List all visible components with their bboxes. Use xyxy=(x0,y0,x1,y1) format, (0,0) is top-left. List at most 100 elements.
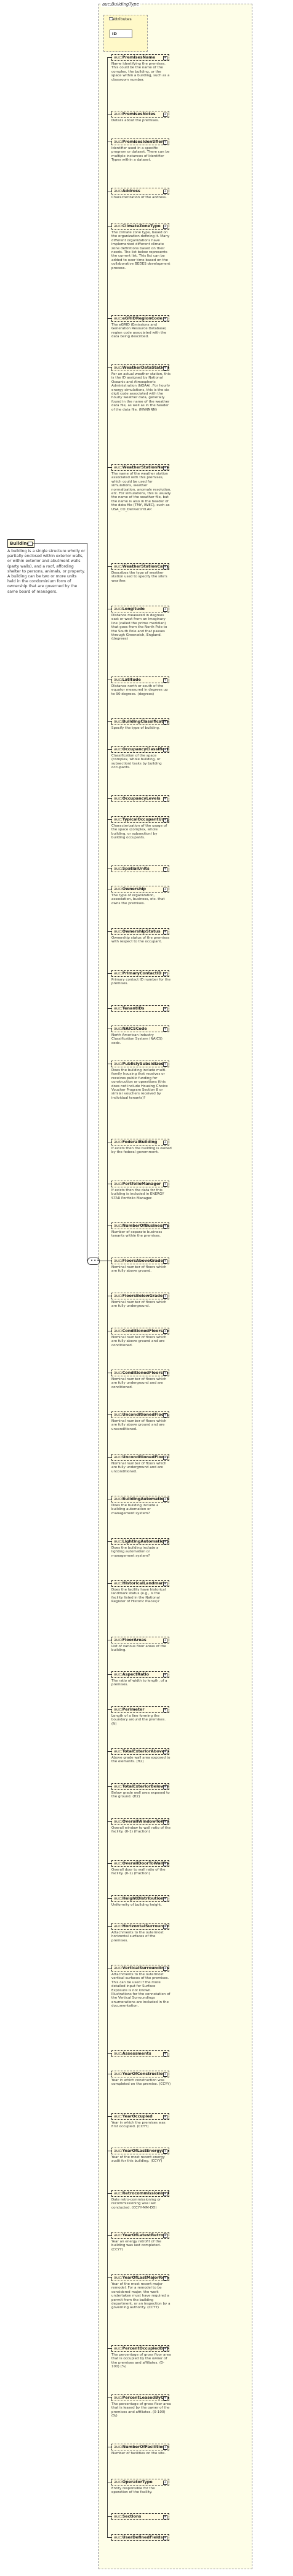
expand-icon[interactable]: + xyxy=(163,1182,167,1187)
expand-icon[interactable]: + xyxy=(163,2396,167,2401)
element-spatial-units[interactable]: auc:SpatialUnits+ xyxy=(111,865,169,872)
element-weather-data-station-id[interactable]: auc:WeatherDataStationID+ xyxy=(111,364,169,371)
expand-icon[interactable]: + xyxy=(163,1330,167,1334)
expand-icon[interactable]: + xyxy=(163,867,167,872)
element-address[interactable]: auc:Address+ xyxy=(111,188,169,195)
expand-icon[interactable]: + xyxy=(163,1224,167,1229)
expand-icon[interactable]: + xyxy=(163,818,167,822)
expand-icon[interactable]: + xyxy=(163,113,167,117)
expand-icon[interactable]: + xyxy=(163,1785,167,1789)
element-publicly-subsidized[interactable]: auc:PubliclySubsidized+ xyxy=(111,1061,169,1067)
expand-icon[interactable]: + xyxy=(163,1582,167,1586)
expand-icon[interactable]: + xyxy=(163,1862,167,1866)
element-naicscode[interactable]: auc:NAICSCode+ xyxy=(111,1025,169,1032)
expand-icon[interactable]: + xyxy=(163,1925,167,1929)
expand-icon[interactable]: + xyxy=(163,1294,167,1299)
element-weather-station-name[interactable]: auc:WeatherStationName+ xyxy=(111,464,169,471)
expand-icon[interactable]: + xyxy=(163,1141,167,1145)
expand-icon[interactable]: + xyxy=(163,797,167,801)
element-floor-areas[interactable]: auc:FloorAreas+ xyxy=(111,1637,169,1643)
expand-icon[interactable]: + xyxy=(163,1456,167,1460)
element-premises-identifiers[interactable]: auc:PremisesIdentifiers+ xyxy=(111,138,169,145)
element-latitude[interactable]: auc:Latitude+ xyxy=(111,676,169,683)
element-floors-below-grade[interactable]: auc:FloorsBelowGrade+ xyxy=(111,1293,169,1299)
element-conditioned-floors-above-grade[interactable]: auc:ConditionedFloorsAboveGrade+ xyxy=(111,1328,169,1334)
element-tenant-ids[interactable]: auc:TenantIDs+ xyxy=(111,1005,169,1012)
element-year-occupied[interactable]: auc:YearOccupied+ xyxy=(111,2113,169,2120)
element-aspect-ratio[interactable]: auc:AspectRatio+ xyxy=(111,1671,169,1678)
expand-icon[interactable]: + xyxy=(163,1897,167,1901)
element-typical-occupant-usages[interactable]: auc:TypicalOccupantUsages+ xyxy=(111,816,169,823)
element-year-of-last-major-remodel[interactable]: auc:YearOfLastMajorRemodel+ xyxy=(111,2274,169,2281)
element-total-exterior-above-grade-wall-area[interactable]: auc:TotalExteriorAboveGradeWallArea+ xyxy=(111,1748,169,1755)
element-premises-notes[interactable]: auc:PremisesNotes+ xyxy=(111,111,169,118)
expand-icon[interactable]: + xyxy=(163,720,167,724)
element-horizontal-surroundings[interactable]: auc:HorizontalSurroundings+ xyxy=(111,1923,169,1930)
expand-icon[interactable]: + xyxy=(163,190,167,194)
expand-icon[interactable]: + xyxy=(163,2347,167,2351)
element-number-of-facilities-on-site[interactable]: auc:NumberOfFacilitiesOnSite+ xyxy=(111,2444,169,2450)
expand-icon[interactable]: + xyxy=(163,1062,167,1067)
element-floors-above-grade[interactable]: auc:FloorsAboveGrade+ xyxy=(111,1258,169,1264)
element-overall-window-to-wall-ratio[interactable]: auc:OverallWindowToWallRatio+ xyxy=(111,1818,169,1825)
expand-icon[interactable]: + xyxy=(163,225,167,229)
expand-icon[interactable]: + xyxy=(163,748,167,752)
element-occupancy-levels[interactable]: auc:OccupancyLevels+ xyxy=(111,795,169,802)
element-year-of-last-energy-audit[interactable]: auc:YearOfLastEnergyAudit+ xyxy=(111,2148,169,2154)
expand-icon[interactable]: + xyxy=(163,1639,167,1643)
element-weather-station-category[interactable]: auc:WeatherStationCategory+ xyxy=(111,563,169,570)
expand-icon[interactable]: + xyxy=(163,466,167,470)
element-number-of-businesses[interactable]: auc:NumberOfBusinesses+ xyxy=(111,1222,169,1229)
expand-icon[interactable]: + xyxy=(163,2536,167,2540)
expand-icon[interactable]: + xyxy=(163,56,167,60)
expand-icon[interactable]: + xyxy=(163,972,167,976)
element-primary-contact-id[interactable]: auc:PrimaryContactID+ xyxy=(111,970,169,977)
expand-icon[interactable]: + xyxy=(163,930,167,934)
expand-icon[interactable]: + xyxy=(163,1371,167,1376)
expand-icon[interactable]: + xyxy=(163,2115,167,2119)
element-historical-landmark[interactable]: auc:HistoricalLandmark+ xyxy=(111,1580,169,1587)
element-user-defined-fields[interactable]: auc:UserDefinedFields+ xyxy=(111,2534,169,2541)
expand-icon[interactable]: + xyxy=(163,1498,167,1502)
element-year-of-construction[interactable]: auc:YearOfConstruction+ xyxy=(111,2071,169,2077)
element-ownership[interactable]: auc:Ownership+ xyxy=(111,886,169,893)
expand-icon[interactable]: + xyxy=(163,2192,167,2196)
expand-icon[interactable]: + xyxy=(163,1967,167,1971)
attribute-id[interactable]: ID xyxy=(110,30,132,38)
element-e-gridregion-code[interactable]: auc:eGRIDRegionCode+ xyxy=(111,315,169,322)
element-retrocommissioning-date[interactable]: auc:RetrocommissioningDate+ xyxy=(111,2190,169,2197)
element-unconditioned-floors-above-grade[interactable]: auc:UnconditionedFloorsAboveGrade+ xyxy=(111,1411,169,1418)
expand-icon[interactable]: + xyxy=(163,1007,167,1011)
element-building-classification[interactable]: auc:BuildingClassification+ xyxy=(111,718,169,725)
element-assessments[interactable]: auc:Assessments+ xyxy=(111,2050,169,2057)
expand-icon[interactable]: + xyxy=(163,1540,167,1544)
element-operator-type[interactable]: auc:OperatorType+ xyxy=(111,2479,169,2486)
element-climate-zone-type[interactable]: auc:ClimateZoneType+ xyxy=(111,223,169,230)
expand-icon[interactable]: + xyxy=(163,2052,167,2056)
element-year-of-latest-retrofit[interactable]: auc:YearOfLatestRetrofit+ xyxy=(111,2232,169,2239)
expand-icon[interactable]: + xyxy=(163,888,167,892)
element-percent-leased-by-owner[interactable]: auc:PercentLeasedByOwner+ xyxy=(111,2394,169,2401)
expand-icon[interactable]: + xyxy=(163,366,167,371)
element-portfolio-manager[interactable]: auc:PortfolioManager+ xyxy=(111,1181,169,1187)
expand-icon[interactable]: + xyxy=(163,2149,167,2154)
expand-icon[interactable]: + xyxy=(163,1673,167,1677)
expand-icon[interactable]: + xyxy=(163,1259,167,1264)
expand-icon[interactable]: + xyxy=(163,140,167,145)
expand-icon[interactable]: + xyxy=(163,1820,167,1824)
expand-icon[interactable]: + xyxy=(163,565,167,569)
element-conditioned-floors-below-grade[interactable]: auc:ConditionedFloorsBelowGrade+ xyxy=(111,1370,169,1376)
element-percent-occupied-by-owner[interactable]: auc:PercentOccupiedByOwner+ xyxy=(111,2345,169,2352)
expand-icon[interactable]: + xyxy=(163,1708,167,1712)
element-height-distribution[interactable]: auc:HeightDistribution+ xyxy=(111,1895,169,1902)
element-vertical-surroundings[interactable]: auc:VerticalSurroundings+ xyxy=(111,1965,169,1972)
element-longitude[interactable]: auc:Longitude+ xyxy=(111,606,169,612)
expand-icon[interactable]: + xyxy=(163,2481,167,2485)
expand-icon[interactable]: + xyxy=(163,1750,167,1754)
root-element-building[interactable]: Building xyxy=(7,539,34,548)
expand-icon[interactable]: + xyxy=(163,2446,167,2450)
element-premises-name[interactable]: auc:PremisesName+ xyxy=(111,54,169,61)
expand-icon[interactable]: + xyxy=(163,1027,167,1032)
expand-icon[interactable]: + xyxy=(163,1413,167,1418)
element-building-automation-system[interactable]: auc:BuildingAutomationSystem+ xyxy=(111,1496,169,1503)
